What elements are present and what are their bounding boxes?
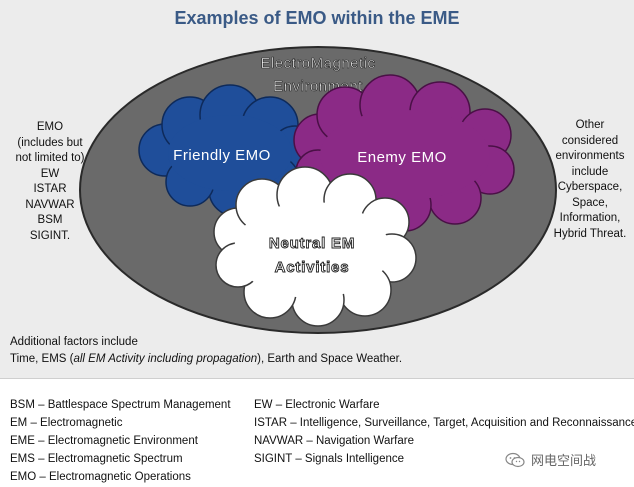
factors-text: Time, EMS ( <box>10 353 74 365</box>
glossary-left: BSM – Battlespace Spectrum Management EM… <box>10 396 231 486</box>
list-item: EMO <box>36 121 64 133</box>
environment-label-line1: ElectroMagnetic <box>260 55 375 72</box>
watermark-text: 网电空间战 <box>531 453 597 468</box>
divider <box>0 378 634 379</box>
glossary-item: SIGINT – Signals Intelligence <box>254 453 405 465</box>
list-item: ISTAR <box>33 183 67 195</box>
glossary-right: EW – Electronic Warfare ISTAR – Intellig… <box>254 396 634 468</box>
glossary-item: BSM – Battlespace Spectrum Management <box>10 399 231 411</box>
enemy-emo-cloud <box>293 74 515 232</box>
list-item: Information, <box>559 212 621 224</box>
page-title: Examples of EMO within the EME <box>174 8 460 28</box>
neutral-em-cloud <box>213 166 417 327</box>
list-item: environments <box>555 150 625 162</box>
enemy-emo-label: Enemy EMO <box>357 149 447 166</box>
other-environments-list: Other considered environments include Cy… <box>548 118 632 242</box>
list-item: not limited to) <box>15 152 85 164</box>
watermark: 网电空间战 <box>505 450 596 469</box>
factors-text: ), Earth and Space Weather. <box>257 353 403 365</box>
friendly-emo-label: Friendly EMO <box>173 147 271 164</box>
neutral-em-label-line1: Neutral EM <box>269 235 355 252</box>
list-item: Space, <box>572 196 608 209</box>
factors-line2: Time, EMS (all EM Activity including pro… <box>10 351 402 368</box>
additional-factors: Additional factors include Time, EMS (al… <box>10 334 402 368</box>
list-item: SIGINT. <box>29 229 71 242</box>
emo-diagram: ElectroMagnetic Environment Friendly EMO <box>79 46 557 334</box>
glossary-item: ISTAR – Intelligence, Surveillance, Targ… <box>254 417 634 429</box>
glossary-item: NAVWAR – Navigation Warfare <box>254 435 414 447</box>
list-item: EW <box>40 167 60 180</box>
factors-line1: Additional factors include <box>10 336 138 348</box>
emo-examples-list: EMO (includes but not limited to) EW IST… <box>8 120 92 244</box>
glossary-item: EM – Electromagnetic <box>10 417 123 429</box>
glossary-item: EW – Electronic Warfare <box>254 399 380 411</box>
neutral-em-label-line2: Activities <box>275 259 350 276</box>
list-item: include <box>571 165 609 178</box>
list-item: (includes but <box>17 136 83 149</box>
list-item: Cyberspace, <box>557 181 623 193</box>
list-item: NAVWAR <box>25 198 75 211</box>
wechat-icon <box>505 452 525 467</box>
glossary-item: EMS – Electromagnetic Spectrum <box>10 453 183 465</box>
list-item: Hybrid Threat. <box>553 227 627 240</box>
list-item: considered <box>561 134 619 147</box>
factors-italic-text: all EM Activity including propagation <box>73 353 258 365</box>
glossary-item: EME – Electromagnetic Environment <box>10 435 198 447</box>
list-item: BSM <box>37 214 63 226</box>
glossary-item: EMO – Electromagnetic Operations <box>10 471 191 483</box>
list-item: Other <box>575 119 605 131</box>
